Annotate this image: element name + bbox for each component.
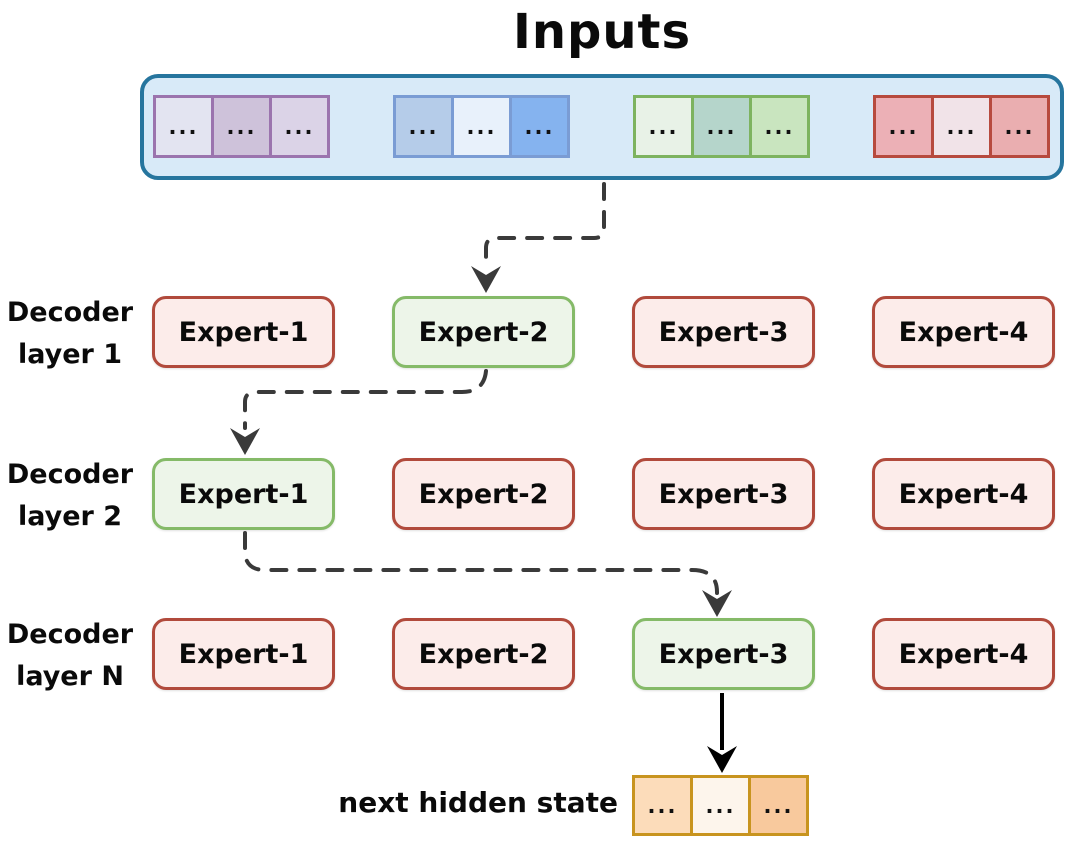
token-cell: ... [393,95,454,158]
layer2-expert-1: Expert-1 [152,458,335,530]
arrowhead-layerN [702,590,732,617]
layer1-expert-3: Expert-3 [632,296,815,368]
layer-label-line: Decoder [6,297,134,328]
token-cell: ... [632,775,693,836]
arrowhead-output [707,746,737,773]
layer-label-line: layer 2 [17,501,123,532]
token-cell: ... [633,95,694,158]
layer2-expert-4: Expert-4 [872,458,1055,530]
layer-label-line: Decoder [6,619,134,650]
token-group-orange-output: ... ... ... [632,775,809,836]
token-group-blue: ... ... ... [393,95,570,158]
token-cell: ... [748,775,809,836]
inputs-panel: ... ... ... ... ... ... ... ... ... ... … [140,74,1064,180]
token-cell: ... [269,95,330,158]
layerN-expert-1: Expert-1 [152,618,335,690]
layer-label-2: Decoder layer 2 [0,454,140,538]
token-cell: ... [509,95,570,158]
token-cell: ... [211,95,272,158]
layer1-expert-1: Expert-1 [152,296,335,368]
layer-label-line: layer N [16,661,124,692]
token-cell: ... [749,95,810,158]
layer-label-1: Decoder layer 1 [0,292,140,376]
token-cell: ... [989,95,1050,158]
token-cell: ... [931,95,992,158]
layer-label-N: Decoder layer N [0,614,140,698]
dashed-arrow-layer1-to-layer2 [243,369,488,430]
token-cell: ... [873,95,934,158]
layerN-expert-2: Expert-2 [392,618,575,690]
token-group-purple: ... ... ... [153,95,330,158]
layer1-expert-2: Expert-2 [392,296,575,368]
dashed-arrow-inputs-to-layer1 [484,182,606,270]
diagram-title: Inputs [512,4,692,60]
layerN-expert-4: Expert-4 [872,618,1055,690]
token-group-red: ... ... ... [873,95,1050,158]
token-cell: ... [691,95,752,158]
layerN-expert-3: Expert-3 [632,618,815,690]
token-cell: ... [451,95,512,158]
token-cell: ... [690,775,751,836]
dashed-arrow-layer2-to-layerN [243,531,719,595]
layer-label-line: Decoder [6,459,134,490]
token-cell: ... [153,95,214,158]
layer2-expert-3: Expert-3 [632,458,815,530]
layer2-expert-2: Expert-2 [392,458,575,530]
arrowhead-layer1 [471,266,501,293]
token-group-green: ... ... ... [633,95,810,158]
layer1-expert-4: Expert-4 [872,296,1055,368]
arrowhead-layer2 [230,428,260,455]
layer-label-line: layer 1 [17,339,123,370]
next-hidden-state-label: next hidden state [338,786,618,819]
